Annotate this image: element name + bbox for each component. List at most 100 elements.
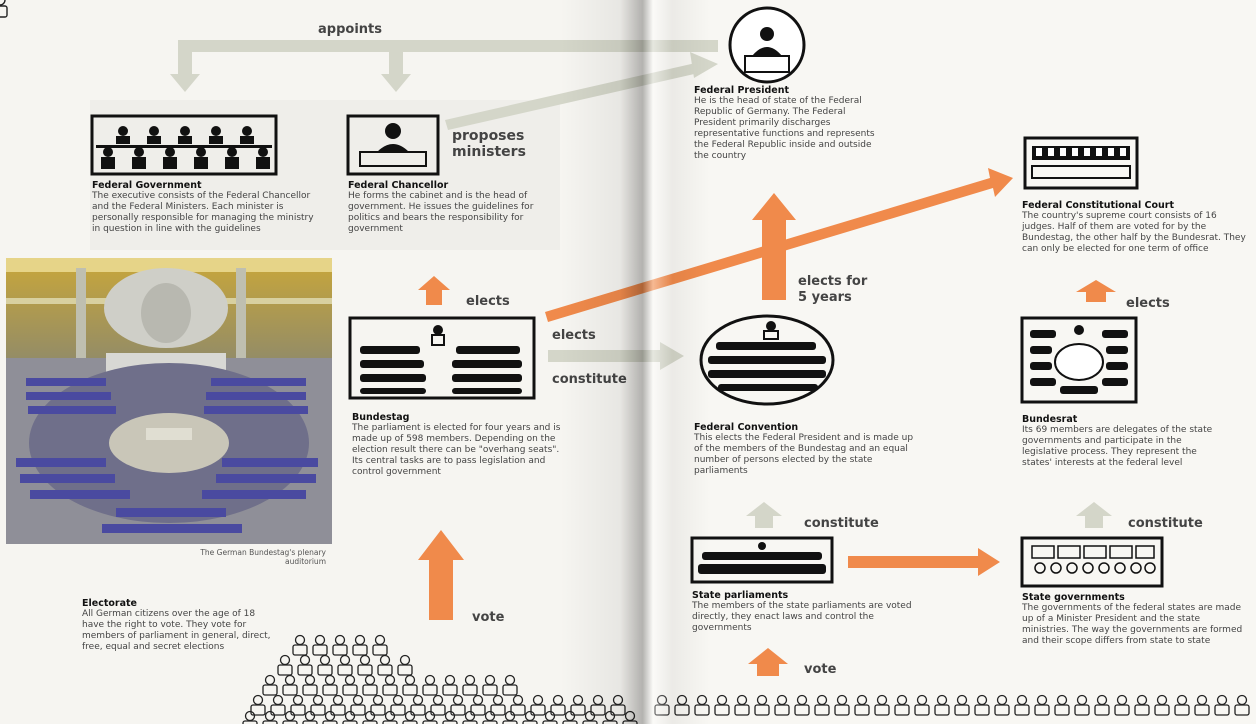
vote-state-arrow (748, 648, 788, 676)
citizen-figure (502, 710, 518, 724)
federal-chancellor-block: Federal Chancellor He forms the cabinet … (348, 180, 553, 235)
court-icon (1023, 136, 1139, 190)
citizen-figure (262, 674, 278, 696)
citizen-figure (242, 710, 258, 724)
citizen-figure (330, 694, 346, 716)
constitute-state-right-arrow (1076, 502, 1112, 528)
citizen-figure (1234, 694, 1250, 716)
bundesrat-seating-icon (1020, 316, 1138, 404)
federal-convention-block: Federal Convention This elects the Feder… (694, 422, 919, 477)
constitute-convention-arrow (548, 342, 684, 370)
proposes-arrow (445, 62, 703, 130)
citizen-figure (530, 694, 546, 716)
constitutional-court-title: Federal Constitutional Court (1022, 200, 1175, 211)
label-proposes-ministers: proposes ministers (452, 128, 526, 160)
bundestag-seating-icon (348, 316, 536, 400)
citizen-figure (542, 710, 558, 724)
citizen-figure (550, 694, 566, 716)
label-elects-middle: elects (552, 328, 596, 343)
citizen-figure (277, 654, 293, 676)
citizen-figure (377, 654, 393, 676)
citizen-figure (1014, 694, 1030, 716)
bundesrat-text: Its 69 members are delegates of the stat… (1022, 425, 1213, 468)
label-constitute-state-right: constitute (1128, 516, 1203, 531)
state-governments-block: State governments The governments of the… (1022, 592, 1247, 647)
citizen-figure (490, 694, 506, 716)
federal-chancellor-title: Federal Chancellor (348, 180, 449, 191)
citizen-figure (582, 710, 598, 724)
citizen-figure (1174, 694, 1190, 716)
bundestag-text: The parliament is elected for four years… (352, 423, 561, 477)
electorate-text: All German citizens over the age of 18 h… (82, 609, 271, 652)
citizen-figure (362, 674, 378, 696)
citizen-figure (470, 694, 486, 716)
state-parliaments-text: The members of the state parliaments are… (692, 601, 912, 633)
citizen-figure (342, 710, 358, 724)
citizen-figure (754, 694, 770, 716)
citizen-figure (462, 674, 478, 696)
citizen-figure (502, 674, 518, 696)
citizen-figure (370, 694, 386, 716)
state-governments-icon (1020, 536, 1164, 588)
crowd-people (242, 634, 1250, 724)
citizen-figure (372, 634, 388, 656)
electorate-block: Electorate All German citizens over the … (82, 598, 272, 653)
citizen-figure (332, 634, 348, 656)
elects-chancellor-arrow (418, 276, 450, 305)
citizen-figure (402, 710, 418, 724)
label-appoints: appoints (318, 22, 382, 37)
citizen-figure (994, 694, 1010, 716)
federal-convention-title: Federal Convention (694, 422, 799, 433)
state-governments-title: State governments (1022, 592, 1125, 603)
bundesrat-title: Bundesrat (1022, 414, 1078, 425)
bundesrat-block: Bundesrat Its 69 members are delegates o… (1022, 414, 1222, 469)
federal-president-text: He is the head of state of the Federal R… (694, 96, 875, 161)
citizen-figure (1094, 694, 1110, 716)
citizen-figure (954, 694, 970, 716)
citizen-figure (674, 694, 690, 716)
citizen-figure (322, 674, 338, 696)
citizen-figure (312, 634, 328, 656)
citizen-figure (774, 694, 790, 716)
constitutional-court-text: The country's supreme court consists of … (1022, 211, 1246, 254)
citizen-figure (382, 674, 398, 696)
vote-bundestag-arrow (418, 530, 464, 620)
citizen-figure (422, 674, 438, 696)
citizen-figure (602, 710, 618, 724)
bundestag-title: Bundestag (352, 412, 410, 423)
book-gutter-shadow (560, 0, 710, 724)
citizen-figure (874, 694, 890, 716)
label-constitute-middle: constitute (552, 372, 627, 387)
citizen-figure (1154, 694, 1170, 716)
citizen-figure (462, 710, 478, 724)
citizen-figure (270, 694, 286, 716)
photo-caption: The German Bundestag's plenary auditoriu… (200, 548, 326, 566)
elects-court-arrow (1076, 280, 1116, 302)
bundestag-plenary-photo (6, 258, 332, 544)
bundestag-block: Bundestag The parliament is elected for … (352, 412, 567, 478)
label-constitute-state-left: constitute (804, 516, 879, 531)
citizen-figure (1134, 694, 1150, 716)
citizen-figure (450, 694, 466, 716)
chancellor-icon (346, 114, 440, 176)
citizen-figure (297, 654, 313, 676)
constitutional-court-block: Federal Constitutional Court The country… (1022, 200, 1247, 255)
label-elects-bundestag: elects (466, 294, 510, 309)
citizen-figure (302, 674, 318, 696)
citizen-figure (814, 694, 830, 716)
citizen-figure (302, 710, 318, 724)
citizen-figure (352, 634, 368, 656)
state-parliaments-icon (690, 536, 834, 584)
citizen-figure (442, 710, 458, 724)
label-elects-5-years: elects for 5 years (798, 274, 868, 305)
citizen-figure (1054, 694, 1070, 716)
citizen-figure (914, 694, 930, 716)
citizen-figure (262, 710, 278, 724)
citizen-figure (854, 694, 870, 716)
citizen-figure (402, 674, 418, 696)
citizen-figure (622, 710, 638, 724)
state-parliaments-block: State parliaments The members of the sta… (692, 590, 922, 634)
federal-chancellor-text: He forms the cabinet and is the head of … (348, 191, 534, 234)
citizen-figure (522, 710, 538, 724)
